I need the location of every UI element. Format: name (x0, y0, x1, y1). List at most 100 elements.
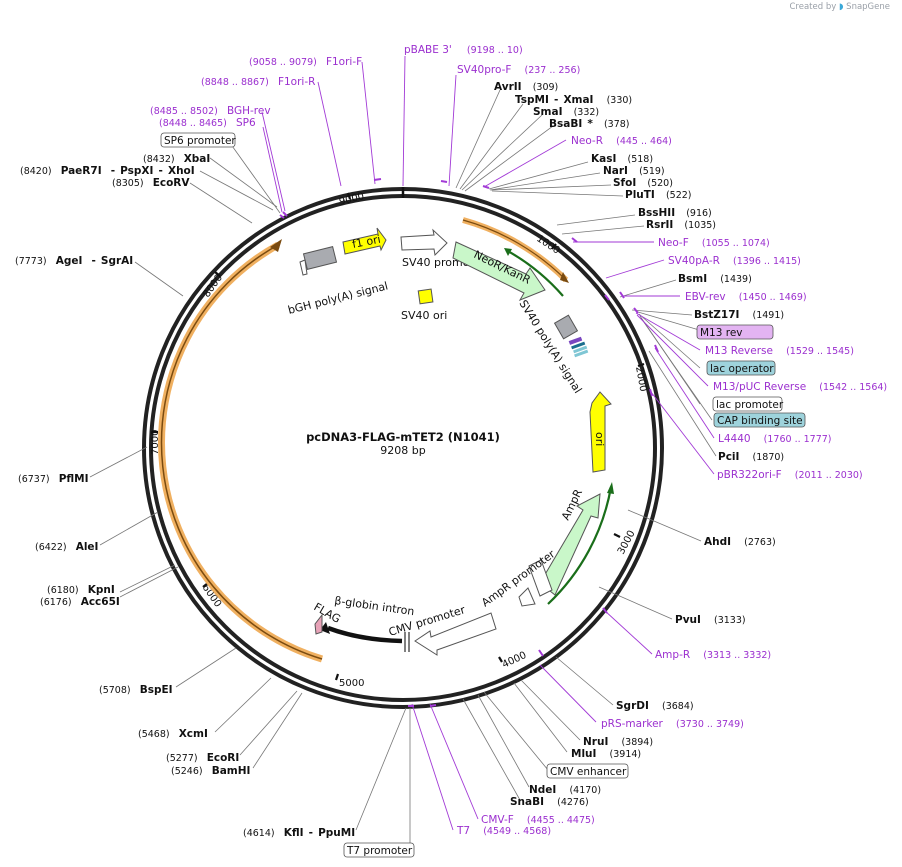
enzyme-sgrdi: SgrDI (3684) (616, 694, 694, 713)
enzyme-bsabi: BsaBI * (378) (549, 112, 629, 131)
m13rev-box (696, 324, 774, 340)
sv40-polya-box (553, 314, 579, 340)
enzyme-bsshii: BssHII (916) (638, 201, 712, 220)
mtet2-arrowhead-icon (270, 239, 282, 252)
enzyme-ecori: (5277) EcoRI (166, 746, 239, 765)
primer-sv40par: SV40pA-R (1396 .. 1415) (668, 249, 801, 268)
f1-ori-label: f1 ori (351, 233, 382, 251)
credit-text: Created by (789, 2, 837, 12)
primer-sv40prof: SV40pro-F (237 .. 256) (457, 58, 580, 77)
enzyme-paer7i-pspxi-xhoi: (8420) PaeR7I - PspXI - XhoI (20, 159, 195, 178)
primer-ampr: Amp-R (3313 .. 3332) (655, 643, 771, 662)
green-strand-amp (547, 486, 613, 605)
m13rev-box-label: M13 rev (700, 327, 743, 339)
enzyme-kfli-ppumi: (4614) KflI - PpuMI (243, 821, 355, 840)
feature-orange-neo-line (462, 219, 567, 281)
sp6-promoter-label: SP6 promoter (164, 135, 236, 147)
f1-ori-arrow (342, 227, 387, 255)
primer-m13puc: M13/pUC Reverse (1542 .. 1564) (713, 375, 887, 394)
enzyme-kasi: KasI (518) (591, 147, 653, 166)
enzyme-nari: NarI (519) (603, 159, 665, 178)
primer-ebvrev: EBV-rev (1450 .. 1469) (685, 285, 807, 304)
enzyme-bamhi: (5246) BamHI (171, 759, 250, 778)
primer-l4440: L4440 (1760 .. 1777) (718, 427, 832, 446)
enzyme-bspei: (5708) BspEI (99, 678, 173, 697)
lac-operator-mark (571, 341, 586, 350)
snapgene-icon: ◗ (838, 2, 844, 12)
primer-leaders (261, 55, 715, 831)
enzyme-ndei: NdeI (4170) (529, 778, 601, 797)
orange-arrowhead-icon (560, 272, 569, 283)
green-strand-neo (505, 249, 564, 297)
primer-f1orif: (9058 .. 9079) F1ori-F (249, 50, 362, 69)
primer-prs: pRS-marker (3730 .. 3749) (601, 712, 744, 731)
primer-labels: pBABE 3' (9198 .. 10) SV40pro-F (237 .. … (150, 38, 887, 838)
primer-pbabe3: pBABE 3' (9198 .. 10) (404, 38, 523, 57)
sp6-promoter-box (160, 132, 236, 148)
enzyme-bsmi: BsmI (1439) (678, 267, 752, 286)
enzyme-leaders (89, 89, 717, 845)
primer-m13reverse: M13 Reverse (1529 .. 1545) (705, 339, 854, 358)
enzyme-bstz17i: BstZ17I (1491) (694, 303, 784, 322)
t7-promoter-label: T7 promoter (346, 845, 413, 857)
enzyme-xbai: (8432) XbaI (143, 147, 210, 166)
enzyme-nrui: NruI (3894) (583, 730, 653, 749)
primer-ticks (279, 178, 659, 707)
enzyme-kpni: (6180) KpnI (47, 578, 115, 597)
enzyme-smai: SmaI (332) (533, 100, 599, 119)
primer-bghrev: (8485 .. 8502) BGH-rev (150, 99, 271, 118)
bgh-polya-box (302, 246, 338, 270)
tick-7000: 7000 (150, 430, 161, 455)
ampr-promoter-arrow (518, 587, 536, 607)
ori-arrow (589, 391, 612, 473)
sv40-ori-box (417, 288, 434, 305)
map-length: 9208 bp (380, 444, 425, 457)
neo-arrow (452, 241, 546, 301)
primer-neor: Neo-R (445 .. 464) (571, 129, 672, 148)
lac-promoter-box (712, 396, 783, 412)
primer-cmvf: CMV-F (4455 .. 4475) (481, 808, 595, 827)
enzyme-mlui: MluI (3914) (571, 742, 641, 761)
tick-marks (152, 187, 645, 681)
primer-neof: Neo-F (1055 .. 1074) (658, 231, 770, 250)
enzyme-labels-left: (4614) KflI - PpuMI (5246) BamHI (5277) … (15, 147, 355, 840)
feature-mtet2-line (160, 244, 323, 660)
bgh-polya-label: bGH poly(A) signal (287, 279, 390, 316)
enzyme-pcii: PciI (1870) (718, 445, 784, 464)
enzyme-rsrii: RsrII (1035) (646, 213, 716, 232)
enzyme-pvui: PvuI (3133) (675, 608, 746, 627)
enzyme-pluti: PluTI (522) (625, 183, 691, 202)
flag-tag (314, 613, 323, 635)
ori-label: ori (593, 432, 606, 446)
enzyme-ahdi: AhdI (2763) (704, 530, 776, 549)
map-title: pcDNA3-FLAG-mTET2 (N1041) (306, 430, 500, 444)
beta-globin-intron-bar (327, 625, 403, 644)
enzyme-tspmi-xmai: TspMI - XmaI (330) (515, 88, 632, 107)
m13rev-mark (568, 336, 583, 345)
green-arrowhead-amp-icon (607, 482, 614, 494)
cmv-enhancer-box (546, 763, 629, 779)
enzyme-sfoi: SfoI (520) (613, 171, 673, 190)
ampr-promoter-box (528, 559, 553, 597)
boxed-labels: M13 rev lac operator lac promoter CAP bi… (160, 132, 806, 858)
enzyme-ecorv: (8305) EcoRV (112, 171, 190, 190)
primer-t7: T7 (4549 .. 4568) (456, 819, 551, 838)
primer-pbr322: pBR322ori-F (2011 .. 2030) (717, 463, 863, 482)
tick-9000: 9000 (338, 191, 365, 208)
cap-label: CAP binding site (717, 415, 803, 427)
cap-mark (573, 345, 588, 354)
enzyme-alei: (6422) AleI (35, 535, 98, 554)
enzyme-acc65i: (6176) Acc65I (40, 590, 120, 609)
ampr-arrow (539, 493, 601, 596)
enzyme-snabi: SnaBI (4276) (510, 790, 589, 809)
green-arrowhead-icon (504, 248, 512, 256)
beta-globin-label: β-globin intron (334, 594, 416, 618)
lac-promoter-mark (574, 349, 589, 358)
sv40-ori-label: SV40 ori (401, 309, 447, 322)
tick-5000: 5000 (339, 678, 364, 689)
bgh-arrow-tip (299, 259, 308, 276)
enzyme-xcmi: (5468) XcmI (138, 722, 208, 741)
sv40-promoter-arrow (400, 228, 448, 257)
lac-operator-box (706, 360, 776, 376)
